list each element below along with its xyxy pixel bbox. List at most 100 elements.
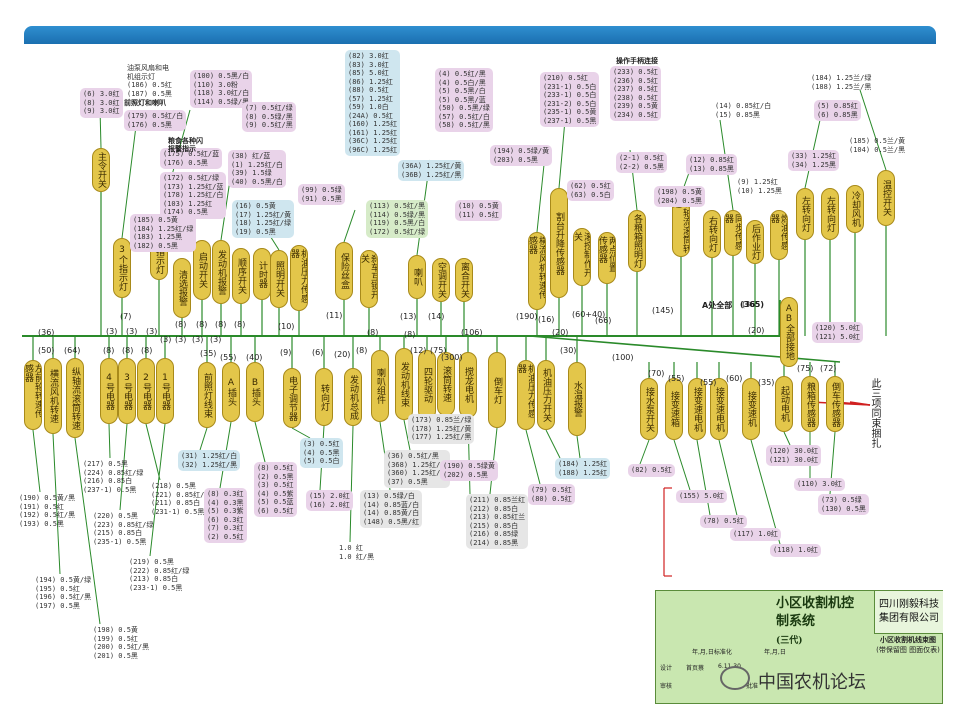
connector-node: 温控开关 — [877, 170, 895, 226]
lead-line — [343, 209, 356, 243]
segment-length: (3) — [160, 335, 172, 344]
wire-spec: (10) 0.5黄 (11) 0.5红 — [455, 200, 502, 221]
connector-node: 接水泵开关 — [640, 378, 658, 440]
connector-node: 横流风机转速 — [44, 358, 62, 434]
segment-length: (8) — [404, 330, 416, 339]
wire-spec: (6) 3.0红 (8) 3.0红 (9) 3.0红 — [80, 88, 123, 118]
segment-length: (50) — [38, 346, 55, 355]
wire-spec: (198) 0.5黄 (204) 0.5黑 — [654, 186, 705, 207]
connector-node: 计时器 — [253, 248, 271, 300]
connector-node: 4号电器 — [100, 358, 118, 424]
connector-node: 照明开关 — [270, 250, 288, 308]
connector-node: 顺序开关 — [232, 248, 250, 304]
wire-spec: (120) 5.0红 (121) 5.0红 — [812, 322, 863, 343]
segment-length: (12) — [410, 346, 427, 355]
segment-length: (72) — [820, 364, 837, 373]
segment-length: (64) — [64, 346, 81, 355]
connector-node: 主令开关 — [92, 148, 110, 192]
connector-node: 四轮驱动 — [418, 350, 436, 420]
segment-length: (100) — [612, 353, 634, 362]
segment-length: (60) — [726, 374, 743, 383]
wire-spec: (3) 0.5红 (4) 0.5黑 (5) 0.5白 — [300, 438, 343, 468]
connector-node: 发动机线束 — [395, 348, 413, 420]
connector-node: 空调开关 — [432, 258, 450, 302]
lead-line — [149, 423, 166, 557]
segment-length: (11) — [326, 311, 343, 320]
wire-spec: (12) 0.85红 (13) 0.85黑 — [686, 154, 737, 175]
title-text: 小区收割机控制系统 — [776, 596, 855, 629]
segment-length: (9) — [280, 348, 292, 357]
segment-length: (3) — [146, 327, 158, 336]
segment-length: (70) — [648, 369, 665, 378]
segment-length: (8) — [356, 346, 368, 355]
wire-spec: (78) 0.5红 — [700, 515, 747, 528]
bundle-note: 此三项同束捆扎 — [869, 378, 880, 448]
wire-spec: (38) 红/蓝 (1) 1.25红/白 (39) 1.5绿 (40) 0.5黑… — [228, 150, 286, 188]
group-header: 前照灯和喇叭 — [124, 99, 166, 107]
group-header: 粮食各种闪 — [168, 137, 203, 145]
segment-length: (40) — [246, 353, 263, 362]
connector-node: B插头 — [246, 362, 264, 422]
connector-node: 1号电器 — [156, 358, 174, 424]
connector-node: 右转向灯 — [703, 210, 721, 258]
connector-node: 两点位置传感器 — [598, 232, 616, 284]
lead-line — [558, 119, 566, 189]
date-label: 年,月,日 — [764, 649, 786, 656]
lead-line — [718, 439, 741, 529]
connector-node: 水温报警 — [568, 362, 586, 436]
wechat-logo-icon — [720, 666, 750, 690]
lead-line — [52, 433, 61, 575]
lead-line — [696, 439, 711, 516]
segment-length: (36) — [38, 328, 55, 337]
segment-length: (55) — [220, 353, 237, 362]
lead-line — [859, 89, 887, 171]
wire-spec: (9) 1.25红 (10) 1.25黑 — [737, 178, 782, 195]
wire-spec: 1.0 红 1.0 红/黑 — [339, 544, 375, 561]
lead-line — [291, 427, 311, 439]
wire-spec: (13) 0.5绿/白 (14) 0.85蓝/白 (14) 0.85黄/白 (1… — [360, 490, 423, 528]
connector-node: 发动机总成 — [344, 368, 362, 426]
segment-length: (35) — [758, 378, 775, 387]
lead-line — [119, 423, 128, 511]
lead-line — [199, 427, 208, 451]
wire-spec: (62) 0.5红 (63) 0.5白 — [567, 180, 614, 201]
wire-spec: (8) 0.5红 (2) 0.5黑 (3) 0.5红 (4) 0.5紫 (5) … — [254, 462, 297, 517]
segment-length: (6) — [312, 348, 324, 357]
connector-node: 倒车传感器 — [826, 376, 844, 432]
connector-node: 喇叭组件 — [371, 350, 389, 422]
wire-spec: (16) 0.5黄 (17) 1.25红/黄 (18) 1.25红/绿 (19)… — [232, 200, 295, 238]
connector-node: 喇叭 — [408, 255, 426, 299]
group-header: 操作手柄连接 — [616, 57, 658, 65]
wire-spec: (31) 1.25红/白 (32) 1.25红/黑 — [178, 450, 241, 471]
lead-line — [403, 419, 411, 451]
wire-spec: (217) 0.5黑 (224) 0.85红/绿 (216) 0.85白 (23… — [83, 460, 144, 494]
connector-node: 左转向灯 — [796, 188, 814, 240]
wire-spec: (194) 0.5绿/黄 (203) 0.5黑 — [490, 145, 553, 166]
date-label-std: 年,月,日标准化 — [692, 649, 732, 656]
wire-spec: (185) 0.5黄 (184) 1.25红/绿 (183) 1.25黑 (18… — [130, 214, 197, 252]
segment-length: (3) — [175, 335, 187, 344]
connector-node: 燃油传感器 — [770, 210, 788, 260]
title-block-title: 小区收割机控制系统 (三代) — [776, 595, 866, 650]
connector-node: 转向灯 — [315, 368, 333, 426]
segment-length: (66) — [595, 316, 612, 325]
wire-spec: (2-1) 0.5红 (2-2) 0.5黑 — [616, 152, 667, 173]
title-block-company: 四川刚毅科技集团有限公司 — [874, 591, 943, 634]
lead-line — [639, 439, 650, 465]
branch-label: A处全部 — [702, 301, 733, 310]
wire-spec: (190) 0.5绿黄 (202) 0.5黑 — [440, 460, 498, 481]
connector-node: 横流风机转速传感器 — [528, 232, 546, 310]
segment-length: (106) — [461, 328, 483, 337]
segment-length: (145) — [652, 306, 674, 315]
segment-length: (7) — [120, 312, 132, 321]
lead-line — [576, 435, 581, 459]
connector-node: 前照灯线束 — [198, 362, 216, 428]
connector-node: 左转向灯 — [821, 188, 839, 240]
connector-node: 3个指示灯 — [113, 238, 131, 298]
segment-length: (8) — [141, 346, 153, 355]
segment-length: (60+40) — [572, 310, 606, 319]
connector-node: 同步传感器 — [724, 210, 742, 256]
wire-spec: (118) 1.0红 — [770, 544, 821, 557]
segment-length: (35) — [200, 349, 217, 358]
wire-spec: (155) 5.0红 — [676, 490, 727, 503]
